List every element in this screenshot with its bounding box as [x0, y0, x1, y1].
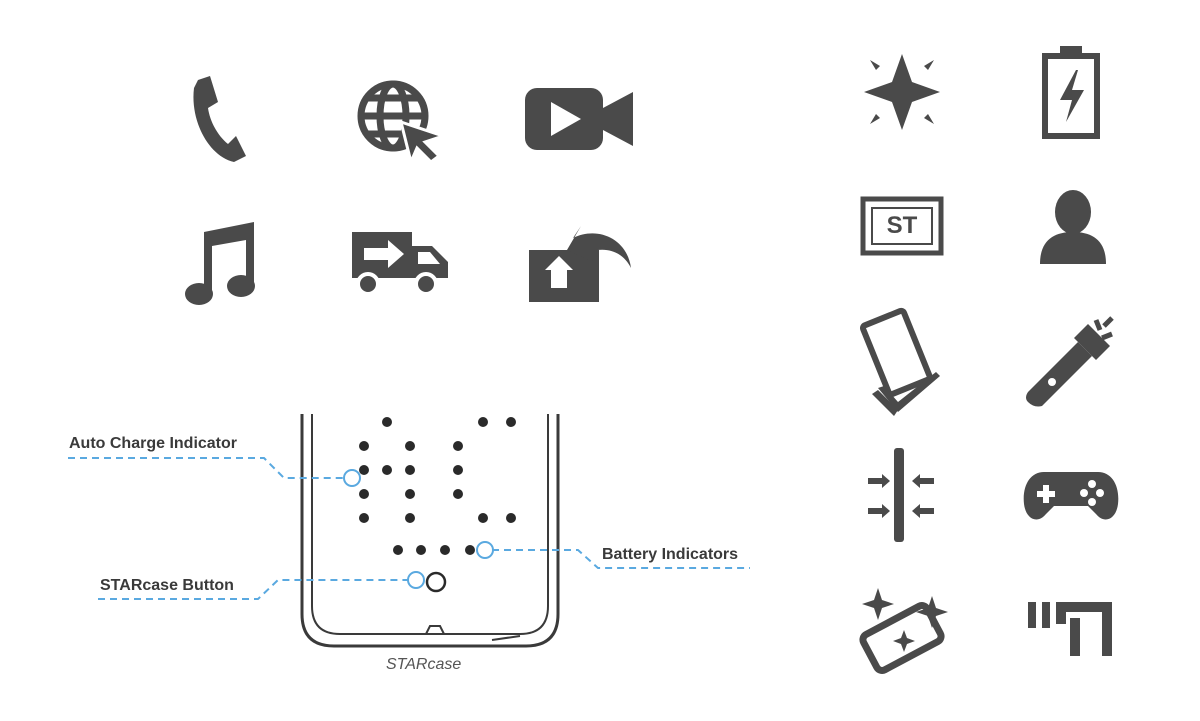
- phone-outline: [300, 414, 560, 648]
- user-silhouette-icon: [1038, 188, 1108, 266]
- music-note-icon: [184, 218, 258, 306]
- battery-indicators-label: Battery Indicators: [602, 546, 739, 563]
- st-logo-icon: ST: [860, 196, 944, 256]
- flashlight-icon: [1022, 316, 1118, 408]
- phone-icon: [188, 74, 248, 164]
- auto-charge-marker: [343, 469, 361, 487]
- starcase-diagram: [0, 400, 800, 650]
- delivery-truck-icon: [350, 224, 450, 298]
- share-box-icon: [527, 222, 633, 304]
- starcase-button-circle: [425, 571, 447, 593]
- st-logo-text: ST: [886, 212, 918, 239]
- sparkle-star-icon: [862, 52, 942, 132]
- text-shape-icon: [1026, 600, 1114, 658]
- diagram-caption: STARcase: [386, 656, 462, 673]
- starcase-button-marker: [407, 571, 425, 589]
- auto-charge-label: Auto Charge Indicator: [69, 435, 238, 452]
- gamepad-icon: [1022, 470, 1120, 524]
- globe-cursor-icon: [355, 78, 445, 162]
- starcase-button-label: STARcase Button: [100, 577, 234, 594]
- stacked-phones-icon: [858, 306, 944, 416]
- phone-squeeze-icon: [866, 446, 936, 544]
- battery-marker: [476, 541, 494, 559]
- dot-matrix: [359, 417, 516, 555]
- battery-charging-icon: [1040, 44, 1102, 140]
- video-camera-icon: [523, 86, 635, 152]
- magic-card-icon: [856, 584, 948, 674]
